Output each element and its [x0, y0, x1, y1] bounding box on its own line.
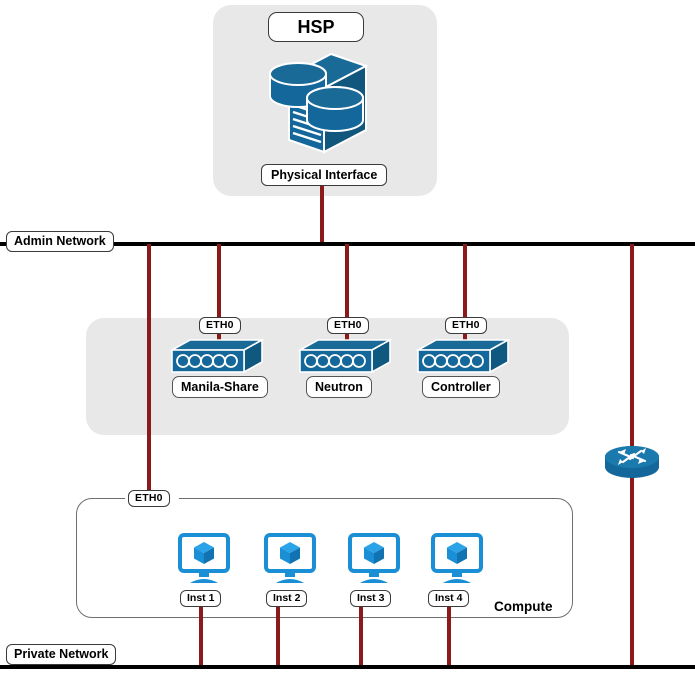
inst1-instance-monitor-icon [177, 533, 231, 585]
connector-inst3-to-private [359, 607, 363, 667]
inst3-instance-monitor-icon [347, 533, 401, 585]
connector-admin-to-manila-share [217, 244, 221, 354]
manila-share-switch-icon [170, 338, 264, 376]
router-icon [603, 443, 661, 483]
compute-eth0-tag: ETH0 [128, 490, 170, 507]
connector-admin-to-neutron [345, 244, 349, 354]
controller-label: Controller [422, 376, 500, 398]
connector-admin-to-compute [147, 244, 151, 500]
inst1-label: Inst 1 [180, 590, 222, 607]
physical-interface-tag: Physical Interface [261, 164, 388, 186]
inst2-label: Inst 2 [266, 590, 308, 607]
admin-network-label: Admin Network [6, 231, 114, 252]
inst4-label: Inst 4 [428, 590, 470, 607]
neutron-eth0-tag: ETH0 [327, 317, 369, 334]
controller-switch-icon [416, 338, 510, 376]
storage-array-icon [265, 52, 371, 156]
inst2-instance-monitor-icon [263, 533, 317, 585]
connector-inst4-to-private [447, 607, 451, 667]
inst3-label: Inst 3 [350, 590, 392, 607]
compute-label: Compute [494, 599, 553, 614]
private-network-label: Private Network [6, 644, 117, 665]
manila-share-label: Manila-Share [172, 376, 268, 398]
neutron-label: Neutron [306, 376, 372, 398]
private-network-line [0, 665, 695, 669]
compute-box [76, 498, 573, 618]
controller-eth0-tag: ETH0 [445, 317, 487, 334]
connector-storage-to-admin [320, 186, 324, 244]
manila-share-eth0-tag: ETH0 [199, 317, 241, 334]
connector-admin-to-controller [463, 244, 467, 354]
hsp-title-box: HSP [268, 12, 364, 42]
connector-inst2-to-private [276, 607, 280, 667]
inst4-instance-monitor-icon [430, 533, 484, 585]
neutron-switch-icon [298, 338, 392, 376]
connector-inst1-to-private [199, 607, 203, 667]
